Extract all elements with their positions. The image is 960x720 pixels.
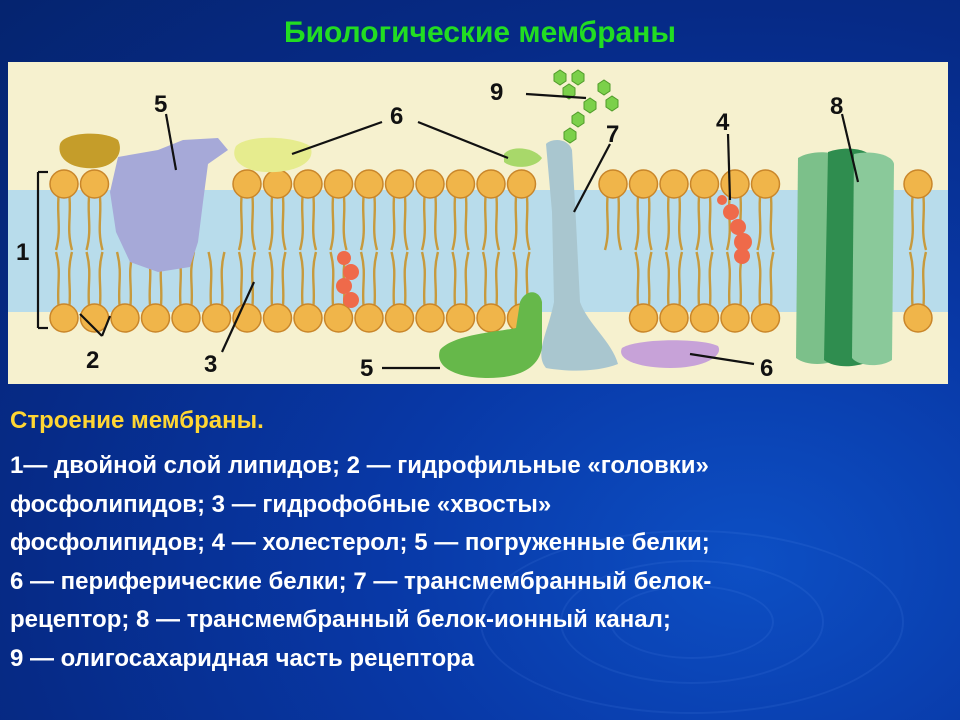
label-8: 8 — [830, 93, 843, 120]
lipid-head — [689, 169, 720, 199]
lipid-head — [171, 303, 201, 333]
lipid-head — [750, 303, 781, 333]
label-5-top: 5 — [154, 91, 167, 118]
lipid-head — [384, 303, 415, 333]
lipid-head — [323, 303, 354, 333]
caption-line: рецептор; 8 — трансмембранный белок-ионн… — [10, 606, 671, 633]
lipid-head — [598, 169, 628, 199]
receptor-protein — [541, 140, 618, 371]
label-2: 2 — [86, 347, 99, 374]
lipid-head — [415, 169, 445, 199]
cholesterol-right — [717, 195, 752, 264]
caption-line: 9 — олигосахаридная часть рецептора — [10, 644, 475, 672]
lipid-head — [415, 303, 445, 333]
caption-line: фосфолипидов; 4 — холестерол; 5 — погруж… — [10, 529, 710, 556]
peripheral-protein-green-small — [504, 148, 542, 167]
peripheral-protein-yellow — [234, 137, 312, 173]
lipid-head — [476, 169, 506, 199]
lipid-head — [628, 303, 659, 333]
lipid-head — [445, 169, 476, 199]
lipid-head — [49, 169, 79, 199]
label-6-top: 6 — [390, 103, 403, 130]
lipid-head — [262, 303, 293, 333]
lipid-head — [506, 169, 537, 199]
peripheral-protein-olive — [59, 133, 120, 169]
lipid-head — [750, 169, 781, 199]
caption-line: 1— двойной слой липидов; 2 — гидрофильны… — [10, 452, 709, 479]
label-5-bottom: 5 — [360, 355, 373, 382]
caption-heading: Строение мембраны. — [10, 407, 264, 434]
lipid-head — [689, 303, 720, 333]
lipid-head — [49, 303, 79, 333]
lipid-head — [354, 303, 384, 333]
immersed-protein-top — [110, 138, 228, 272]
lipid-head — [323, 169, 354, 199]
lipid-head — [201, 303, 232, 333]
lipid-head — [140, 303, 171, 333]
cholesterol-left — [336, 251, 359, 308]
label-9: 9 — [490, 79, 503, 106]
lipid-head — [262, 169, 293, 199]
ion-channel — [796, 148, 894, 367]
immersed-protein-bottom — [439, 292, 542, 378]
lipid-head — [903, 169, 933, 199]
caption-body: 1— двойной слой липидов; 2 — гидрофильны… — [10, 447, 952, 678]
peripheral-protein-lilac — [621, 340, 720, 368]
caption-line: 6 — периферические белки; 7 — трансмембр… — [10, 567, 712, 595]
caption-line: фосфолипидов; 3 — гидрофобные «хвосты» — [10, 490, 552, 518]
lipid-head — [720, 169, 750, 199]
lipid-head — [79, 169, 110, 199]
lipid-head — [110, 303, 140, 333]
oligosaccharide-chain — [553, 69, 619, 144]
membrane-diagram: 1 2 3 4 5 5 6 6 7 8 9 — [8, 62, 948, 384]
leader-lines — [36, 92, 860, 370]
label-3: 3 — [204, 351, 217, 378]
lipid-head — [720, 303, 750, 333]
lipid-head — [293, 303, 323, 333]
label-4: 4 — [716, 109, 730, 136]
label-7: 7 — [606, 121, 619, 148]
lipid-head — [232, 169, 262, 199]
slide-title: Биологические мембраны — [284, 16, 676, 49]
lipid-head — [384, 169, 415, 199]
lipid-head — [628, 169, 659, 199]
lipid-head — [659, 303, 689, 333]
lipid-head — [354, 169, 384, 199]
lipid-head — [659, 169, 689, 199]
lipid-head — [445, 303, 476, 333]
label-1: 1 — [16, 239, 29, 266]
lipid-head — [903, 303, 933, 333]
background-ripple — [480, 530, 904, 714]
lipid-head — [476, 303, 506, 333]
lipid-head — [293, 169, 323, 199]
label-6-bottom: 6 — [760, 355, 773, 382]
